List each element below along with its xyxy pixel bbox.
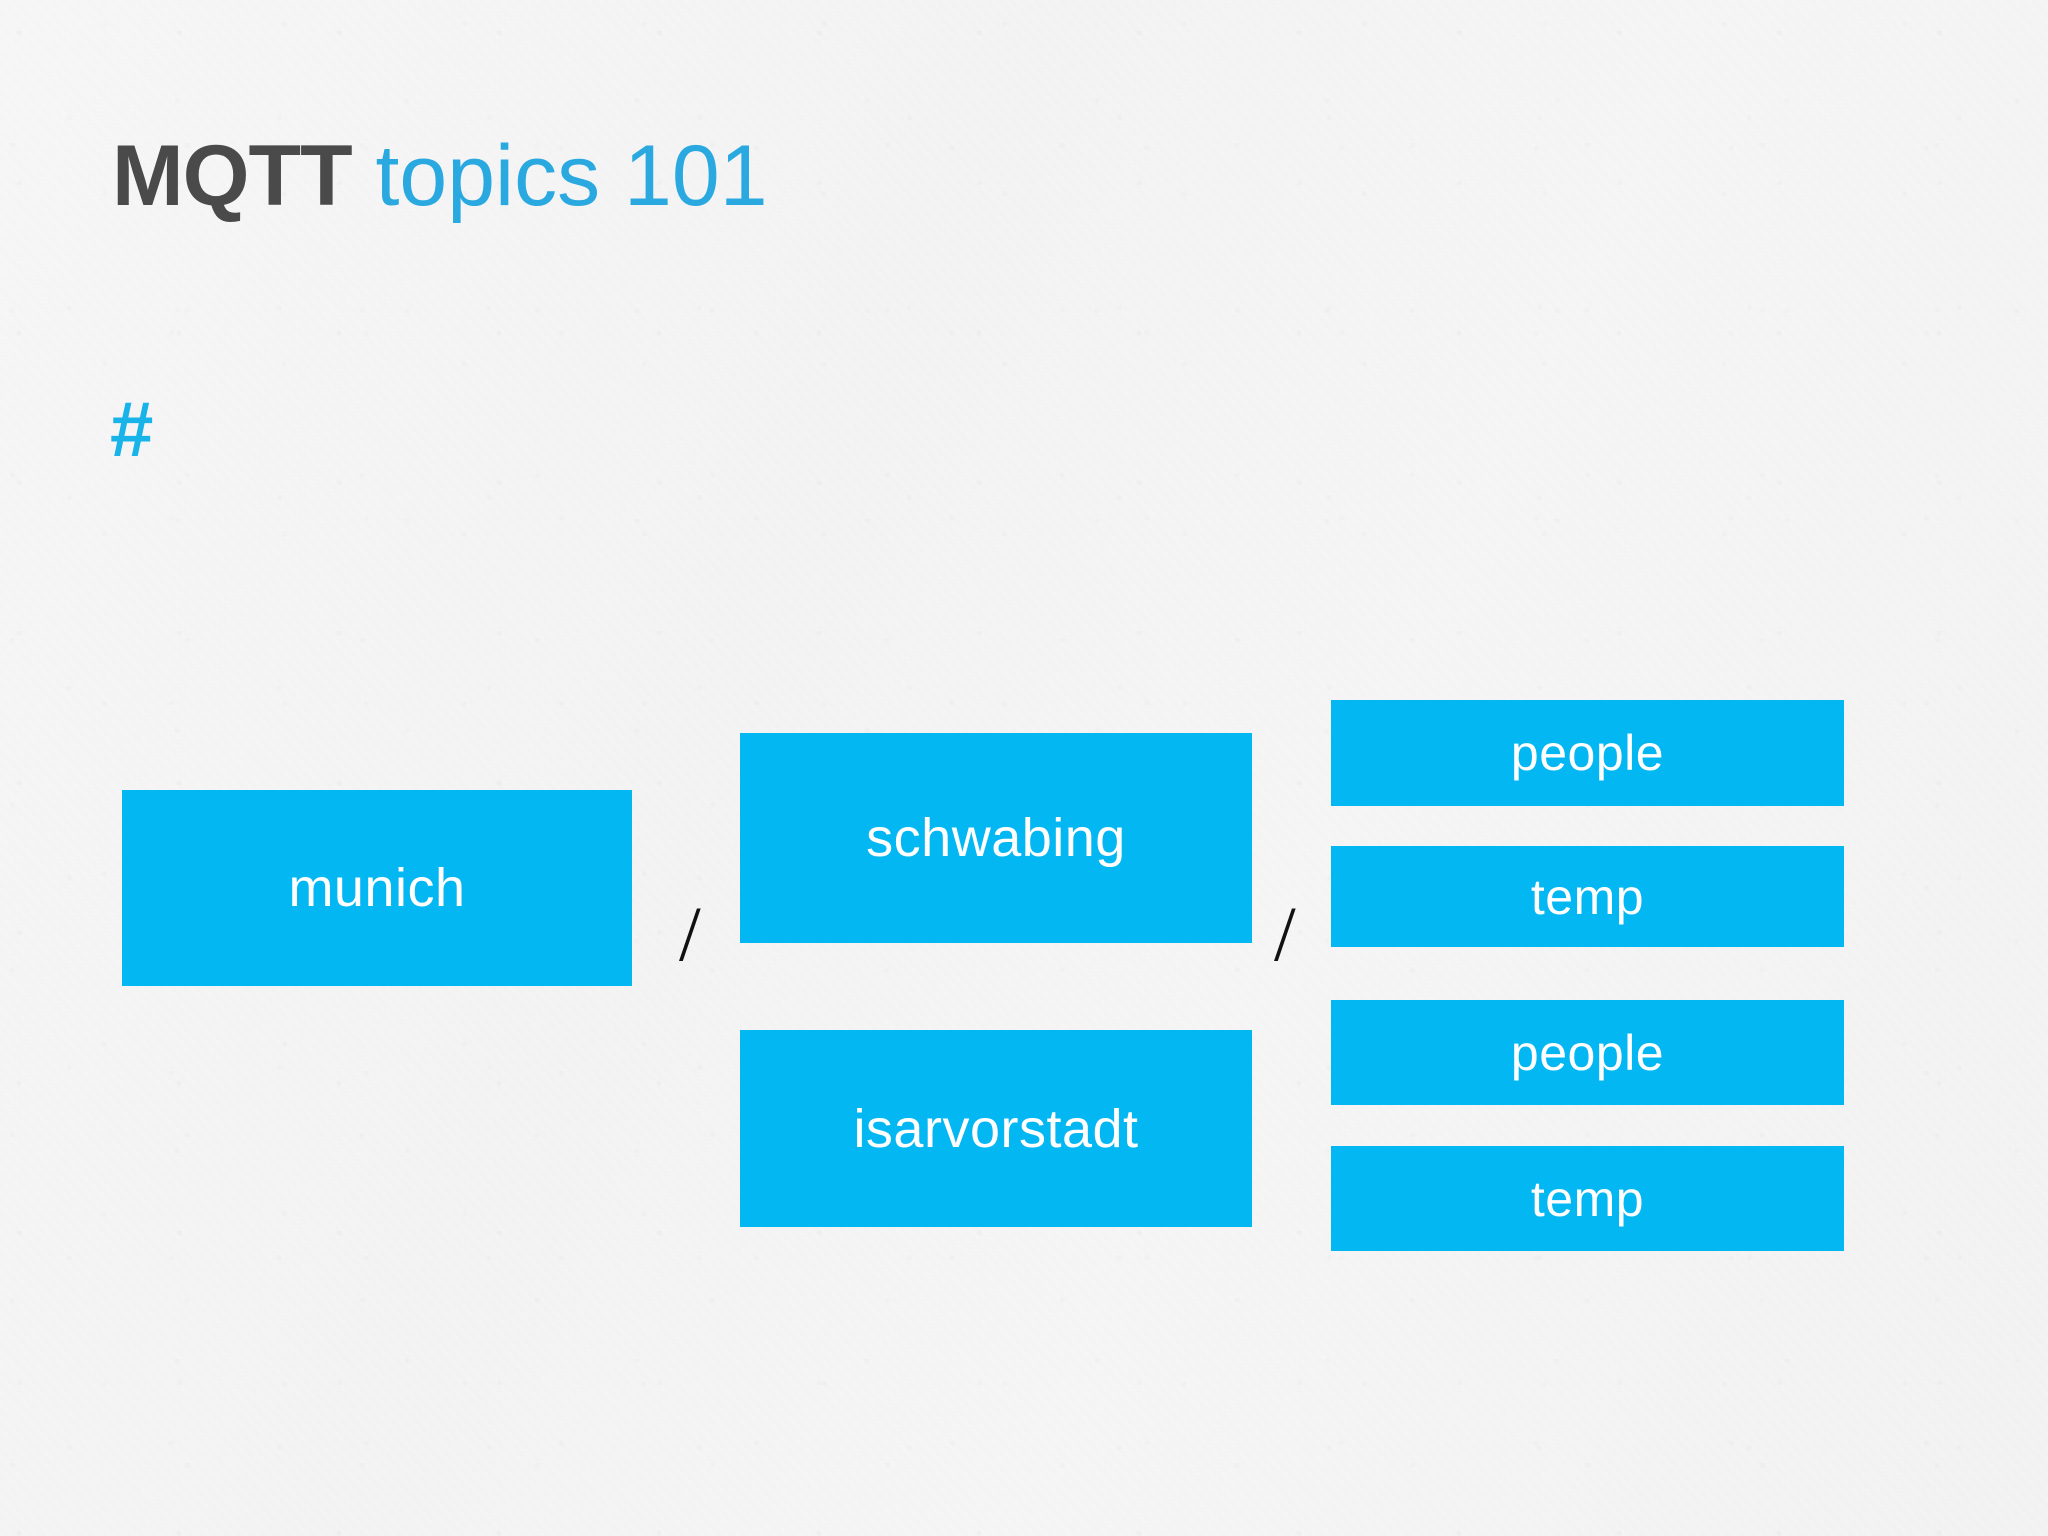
topic-node-schwabing[interactable]: schwabing	[740, 733, 1252, 943]
topic-separator-1: /	[679, 890, 701, 977]
topic-node-munich[interactable]: munich	[122, 790, 632, 986]
topic-node-people-isarvorstadt[interactable]: people	[1331, 1000, 1844, 1105]
topic-node-label: people	[1510, 1024, 1665, 1081]
page-title: MQTT topics 101	[112, 133, 768, 219]
page-title-light: topics 101	[351, 128, 768, 224]
topic-node-isarvorstadt[interactable]: isarvorstadt	[740, 1030, 1252, 1227]
hash-icon: #	[110, 385, 154, 473]
topic-node-label: people	[1510, 725, 1665, 781]
topic-separator-2: /	[1274, 890, 1296, 977]
page-title-strong: MQTT	[112, 128, 353, 224]
topic-node-people-schwabing[interactable]: people	[1331, 700, 1844, 806]
topic-node-label: temp	[1530, 1170, 1645, 1227]
topic-node-label: schwabing	[866, 808, 1126, 868]
topic-node-label: munich	[288, 858, 466, 918]
topic-node-temp-schwabing[interactable]: temp	[1331, 846, 1844, 947]
topic-node-label: isarvorstadt	[853, 1098, 1139, 1159]
topic-node-temp-isarvorstadt[interactable]: temp	[1331, 1146, 1844, 1251]
topic-node-label: temp	[1530, 868, 1645, 925]
